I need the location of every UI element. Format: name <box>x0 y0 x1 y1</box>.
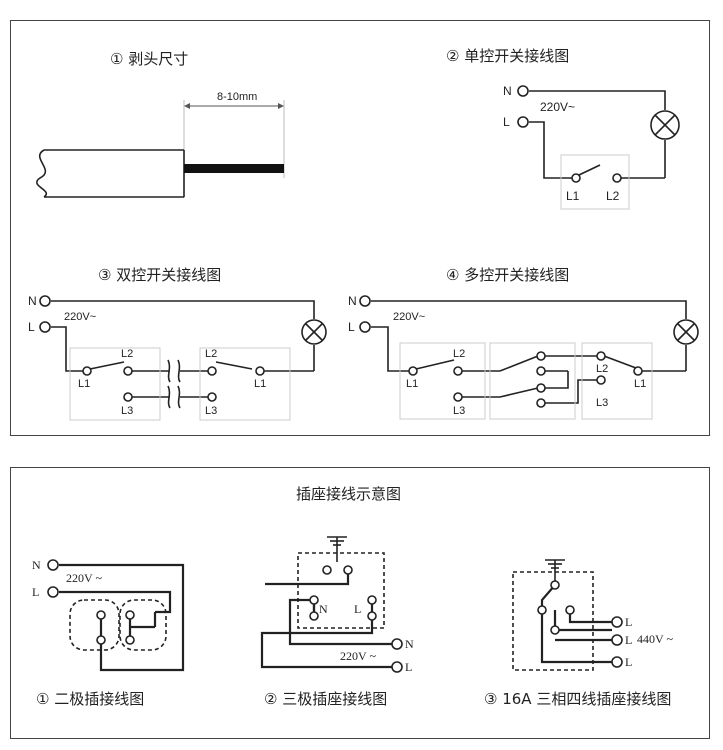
two-pin-n-label: N <box>32 558 41 572</box>
single-control-title: ② 单控开关接线图 <box>446 47 569 65</box>
single-voltage-label: 220V~ <box>540 100 575 114</box>
three-pin-l-label: L <box>405 660 412 674</box>
three-pin-inner-n-label: N <box>319 602 328 616</box>
two-pin-caption: ① 二极插接线图 <box>36 690 144 708</box>
single-n-label: N <box>503 84 512 98</box>
four-wire-caption: ③ 16A 三相四线插座接线图 <box>484 690 671 708</box>
four-wire-l1-label: L <box>625 615 632 629</box>
multi-right-l2-label: L2 <box>596 363 608 375</box>
three-pin-n-label: N <box>405 637 414 651</box>
single-control-diagram <box>517 85 680 210</box>
multi-control-diagram <box>359 295 699 420</box>
neutral-terminal <box>517 85 529 97</box>
double-left-l2-label: L2 <box>121 348 133 360</box>
live-terminal <box>517 116 529 128</box>
double-right-l2-label: L2 <box>205 348 217 360</box>
three-pin-voltage-label: 220V ~ <box>340 649 376 663</box>
four-wire-diagram <box>512 559 623 671</box>
two-pin-diagram <box>47 559 185 672</box>
multi-l3-label: L3 <box>453 405 465 417</box>
four-wire-voltage-label: 440V ~ <box>637 632 673 646</box>
wire-strip-illustration <box>36 100 285 198</box>
three-pin-caption: ② 三极插座接线图 <box>264 690 387 708</box>
two-pin-voltage-label: 220V ~ <box>66 571 102 585</box>
two-pin-l-label: L <box>32 585 39 599</box>
four-wire-l3-label: L <box>625 655 632 669</box>
multi-l2-label: L2 <box>453 348 465 360</box>
double-left-l1-label: L1 <box>78 378 90 390</box>
three-pin-diagram <box>260 536 403 673</box>
multi-n-label: N <box>348 294 357 308</box>
multi-voltage-label: 220V~ <box>393 311 425 323</box>
double-n-label: N <box>28 294 37 308</box>
multi-right-l3-label: L3 <box>596 397 608 409</box>
multi-control-title: ④ 多控开关接线图 <box>446 266 569 284</box>
strip-dimension-label: 8-10mm <box>217 91 257 103</box>
strip-title: ① 剥头尺寸 <box>110 50 188 68</box>
double-voltage-label: 220V~ <box>64 311 96 323</box>
double-control-diagram <box>39 295 327 421</box>
socket-wiring-panel <box>10 467 710 739</box>
multi-right-l1-label: L1 <box>634 378 646 390</box>
socket-panel-title: 插座接线示意图 <box>296 485 401 503</box>
multi-l-label: L <box>348 320 355 334</box>
four-wire-l2-label: L <box>625 633 632 647</box>
double-control-title: ③ 双控开关接线图 <box>98 266 221 284</box>
double-right-l1-label: L1 <box>254 378 266 390</box>
three-pin-inner-l-label: L <box>354 602 361 616</box>
single-l-label: L <box>503 115 510 129</box>
double-l-label: L <box>28 320 35 334</box>
single-l2-label: L2 <box>606 189 620 203</box>
double-right-l3-label: L3 <box>205 405 217 417</box>
double-left-l3-label: L3 <box>121 405 133 417</box>
single-l1-label: L1 <box>566 189 580 203</box>
multi-l1-label: L1 <box>406 378 418 390</box>
